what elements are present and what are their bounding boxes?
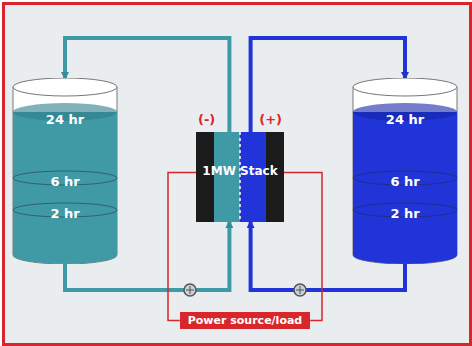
wire-connector <box>168 173 196 321</box>
tank-outline <box>12 78 118 264</box>
load-box: Power source/load <box>180 312 310 329</box>
tank-outline <box>352 78 458 264</box>
terminal-label: (+) <box>259 112 282 127</box>
level-label: 6 hr <box>12 174 118 189</box>
pump-symbol <box>294 284 306 296</box>
stack-box: 1MW Stack(-)(+) <box>196 132 284 222</box>
level-label: 6 hr <box>352 174 458 189</box>
wire-connector <box>284 173 322 321</box>
level-label: 2 hr <box>12 206 118 221</box>
stack-label: 1MW Stack <box>196 164 284 178</box>
level-label: 24 hr <box>352 112 458 127</box>
level-label: 24 hr <box>12 112 118 127</box>
load-label: Power source/load <box>188 314 302 327</box>
tank: 24 hr 6 hr 2 hr <box>352 78 458 264</box>
tank: 24 hr 6 hr 2 hr <box>12 78 118 264</box>
terminal-label: (-) <box>198 112 215 127</box>
pump-symbol <box>184 284 196 296</box>
level-label: 2 hr <box>352 206 458 221</box>
